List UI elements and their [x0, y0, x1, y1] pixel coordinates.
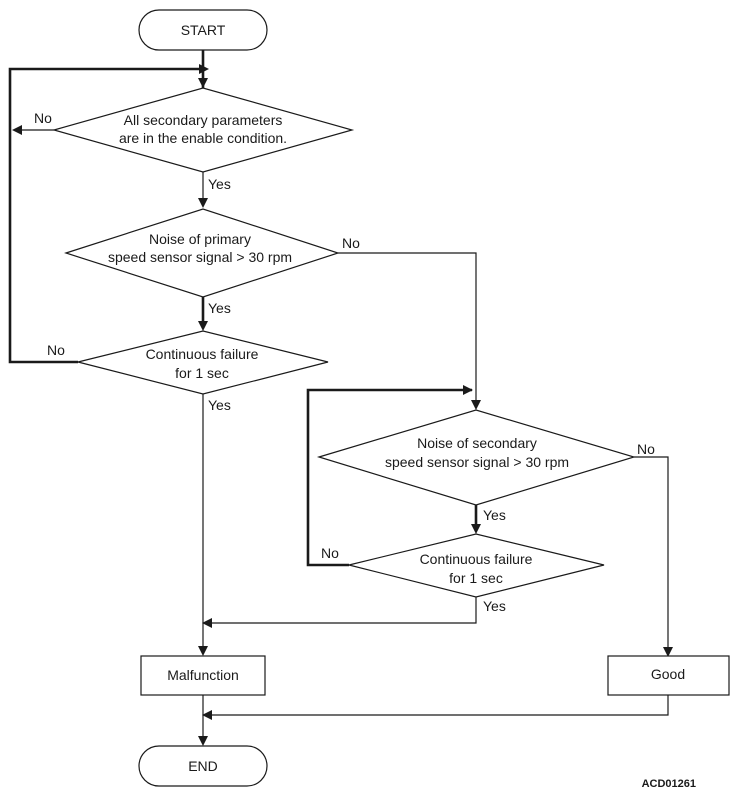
edge-label-no: No	[342, 235, 360, 251]
decision-primary-failure: Continuous failure for 1 sec	[77, 330, 329, 395]
arrowhead	[198, 198, 208, 208]
edge-label-yes: Yes	[483, 598, 506, 614]
figure-code: ACD01261	[642, 778, 696, 790]
arrowhead	[663, 647, 673, 657]
arrowhead	[12, 125, 22, 135]
connector-secondary-failure-no-loop	[306, 388, 472, 567]
arrowhead	[199, 64, 209, 74]
decision-line-1: Continuous failure	[146, 346, 259, 362]
arrowhead	[202, 710, 212, 720]
decision-line-1: Noise of primary	[149, 231, 251, 247]
start-terminator: START	[138, 9, 268, 51]
edge-label-yes: Yes	[208, 176, 231, 192]
connector-primary-noise-no	[338, 252, 477, 405]
arrowhead	[198, 321, 208, 331]
decision-line-1: All secondary parameters	[124, 112, 283, 128]
connector-good-to-end	[209, 695, 669, 716]
decision-primary-noise: Noise of primary speed sensor signal > 3…	[64, 208, 340, 298]
decision-line-2: for 1 sec	[175, 365, 229, 381]
good-box: Good	[607, 655, 730, 696]
decision-secondary-parameters: All secondary parameters are in the enab…	[51, 87, 355, 173]
start-label: START	[181, 22, 226, 38]
decision-secondary-noise: Noise of secondary speed sensor signal >…	[316, 409, 637, 506]
decision-line-2: for 1 sec	[449, 570, 503, 586]
arrowhead	[198, 78, 208, 88]
end-label: END	[188, 758, 218, 774]
connector-primary-failure-no-loop	[8, 67, 199, 364]
arrowhead	[202, 618, 212, 628]
good-label: Good	[651, 666, 685, 682]
arrowhead	[198, 736, 208, 746]
decision-line-2: speed sensor signal > 30 rpm	[385, 454, 569, 470]
edge-label-yes: Yes	[483, 507, 506, 523]
decision-line-2: are in the enable condition.	[119, 130, 287, 146]
arrowhead	[471, 524, 481, 534]
decision-line-1: Noise of secondary	[417, 435, 537, 451]
malfunction-label: Malfunction	[167, 667, 239, 683]
decision-line-1: Continuous failure	[420, 551, 533, 567]
edge-label-no: No	[34, 110, 52, 126]
edge-label-yes: Yes	[208, 397, 231, 413]
edge-label-no: No	[321, 545, 339, 561]
edge-label-no: No	[637, 441, 655, 457]
arrowhead	[198, 646, 208, 656]
malfunction-box: Malfunction	[140, 655, 266, 696]
decision-line-2: speed sensor signal > 30 rpm	[108, 249, 292, 265]
decision-secondary-failure: Continuous failure for 1 sec	[348, 533, 605, 598]
edge-label-no: No	[47, 342, 65, 358]
connector-secondary-failure-yes	[209, 597, 477, 624]
edge-label-yes: Yes	[208, 300, 231, 316]
connector-secondary-noise-no	[634, 456, 669, 651]
arrowhead	[463, 385, 473, 395]
end-terminator: END	[138, 745, 268, 787]
arrowhead	[471, 400, 481, 410]
